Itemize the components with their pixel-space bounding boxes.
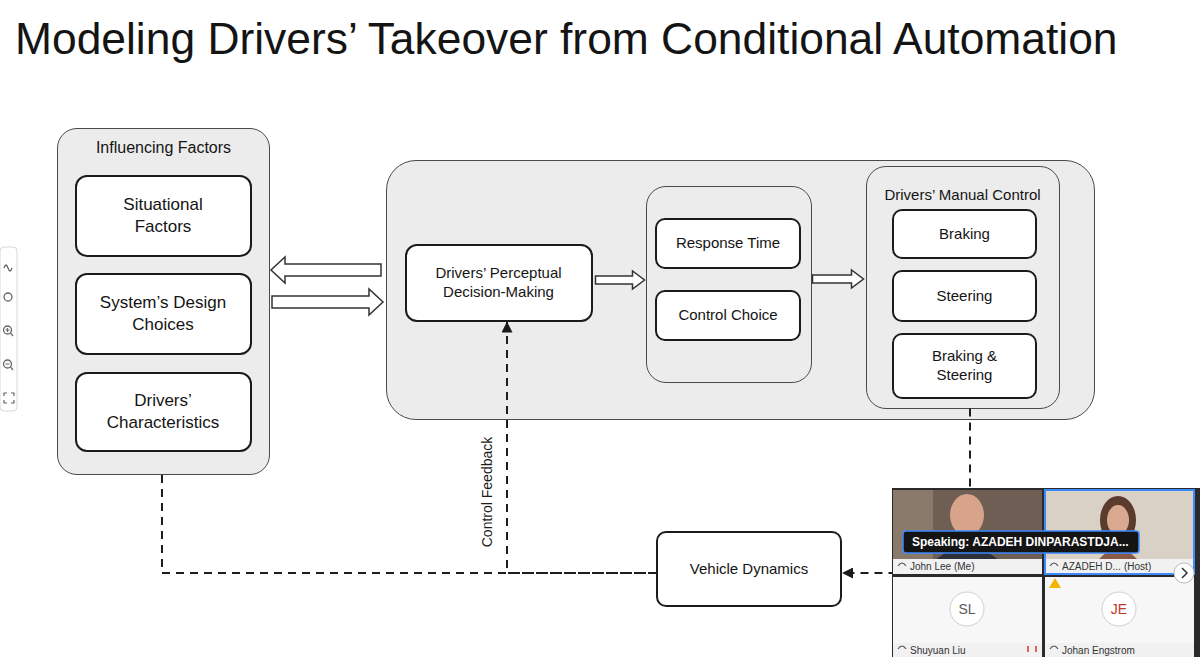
- toolbar-panel: [0, 247, 17, 411]
- avatar-initials: SL: [958, 602, 975, 616]
- person-face: [950, 494, 984, 536]
- zoom-in-icon: [6, 328, 14, 336]
- video-gallery: [892, 488, 1200, 657]
- process-box: Drivers’ Perceptual Decision-Making: [405, 244, 593, 322]
- box-label: System’s Design Choices: [88, 292, 238, 335]
- name-bar: [893, 643, 1042, 657]
- avatar-circle: [1102, 592, 1136, 626]
- participant-name: John Lee (Me): [910, 562, 974, 572]
- participant-name: Johan Engstrom: [1062, 646, 1135, 656]
- box-label: Braking & Steering: [915, 347, 1015, 385]
- video-tile: [893, 490, 1042, 560]
- block-arrow: [272, 289, 383, 315]
- box-label: Drivers’ Perceptual Decision-Making: [414, 264, 584, 302]
- toolbar-icon: [4, 265, 12, 271]
- zoom-out-icon: [6, 364, 14, 370]
- host-tag: (Host): [1124, 562, 1151, 572]
- speaking-badge: [903, 531, 1139, 553]
- group-box: Drivers’ Perceptual Decision-Making Respo…: [386, 160, 1095, 420]
- zoom-in-icon: [4, 326, 12, 334]
- video-tile: [1045, 490, 1194, 560]
- chevron-icon: [1182, 568, 1187, 578]
- box-label: Control Choice: [658, 306, 798, 325]
- process-box: Braking & Steering: [892, 333, 1037, 399]
- mute-icon: [1028, 646, 1036, 652]
- participant-name: AZADEH D...: [1062, 562, 1121, 572]
- process-box: Response Time: [655, 218, 801, 269]
- active-speaker-frame: [1045, 490, 1194, 574]
- box-label: Drivers’ Characteristics: [93, 390, 233, 433]
- video-tile: [1045, 577, 1194, 643]
- person-face: [1107, 505, 1129, 535]
- name-bar: [893, 559, 1042, 574]
- box-label: Steering: [895, 287, 1035, 306]
- slide-title: Modeling Drivers’ Takeover from Conditio…: [15, 17, 1118, 61]
- block-arrow: [271, 257, 381, 283]
- person-shirt: [1098, 549, 1138, 560]
- process-box: Steering: [892, 270, 1037, 322]
- process-box: Vehicle Dynamics: [656, 531, 842, 607]
- box-label: Response Time: [658, 234, 798, 253]
- name-bar: [1045, 643, 1194, 657]
- group-heading: Drivers’ Manual Control: [867, 186, 1059, 205]
- box-label: Vehicle Dynamics: [664, 560, 834, 579]
- group-box: Drivers’ Manual ControlBrakingSteeringBr…: [866, 166, 1060, 409]
- participant-name: Shuyuan Liu: [910, 646, 966, 656]
- process-box: System’s Design Choices: [75, 273, 252, 355]
- process-box: Situational Factors: [75, 175, 252, 257]
- connector-label: Control Feedback: [479, 437, 495, 548]
- zoom-out-icon: [4, 360, 12, 368]
- speaker-indicator: Speaking: AZADEH DINPARASTDJA...: [912, 536, 1129, 548]
- process-box: Control Choice: [655, 290, 801, 341]
- avatar-circle: [950, 592, 984, 626]
- box-label: Situational Factors: [108, 194, 218, 237]
- dashed-connector: [162, 475, 656, 573]
- name-bar: [1046, 559, 1193, 573]
- group-heading: Influencing Factors: [58, 138, 269, 158]
- fit-icon: [4, 393, 14, 403]
- dashed-connector: [842, 409, 970, 574]
- group-box: Influencing FactorsSituational FactorsSy…: [57, 128, 270, 475]
- audio-icon: [898, 563, 1058, 649]
- video-background: [893, 490, 933, 560]
- video-tile: [893, 577, 1042, 643]
- warning-icon: [1049, 578, 1061, 588]
- avatar-initials: JE: [1111, 602, 1127, 616]
- toolbar-icon: [4, 293, 12, 301]
- group-box: Response TimeControl Choice: [646, 186, 812, 383]
- process-box: Drivers’ Characteristics: [75, 372, 252, 452]
- process-box: Braking: [892, 209, 1037, 259]
- box-label: Braking: [895, 225, 1035, 244]
- next-page-button: [1174, 563, 1194, 583]
- person-shirt: [935, 547, 999, 560]
